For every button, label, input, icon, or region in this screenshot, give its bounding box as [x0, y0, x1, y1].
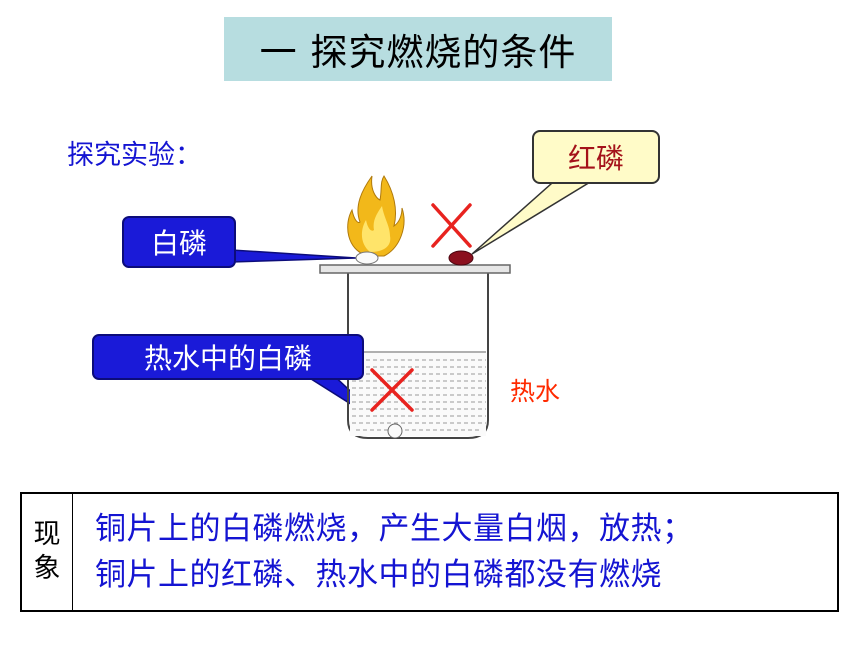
- hot-water-label: 热水: [510, 377, 561, 406]
- white-phosphorus-in-water: [387, 423, 403, 439]
- cross-icon: [431, 203, 472, 248]
- white-phosphorus-on-plate: [355, 251, 379, 265]
- red-phosphorus-callout: 红磷: [532, 130, 660, 184]
- white-phosphorus-callout: 白磷: [122, 216, 236, 268]
- white-phosphorus-callout-tail: [231, 249, 357, 263]
- beaker: [347, 272, 489, 439]
- experiment-label: 探究实验：: [67, 140, 202, 171]
- observation-line: 铜片上的白磷燃烧，产生大量白烟，放热；: [95, 510, 694, 547]
- red-phosphorus: [448, 250, 474, 266]
- observation-text: 铜片上的白磷燃烧，产生大量白烟，放热； 铜片上的红磷、热水中的白磷都没有燃烧: [73, 494, 837, 610]
- hot-water: [350, 351, 486, 436]
- flame-icon: [347, 175, 405, 257]
- observation-heading-char: 象: [33, 553, 61, 584]
- observation-line: 铜片上的红磷、热水中的白磷都没有燃烧: [95, 557, 662, 593]
- water-phosphorus-callout: 热水中的白磷: [92, 334, 364, 380]
- page-title: 一 探究燃烧的条件: [224, 17, 612, 81]
- cross-icon: [370, 368, 414, 412]
- red-phosphorus-callout-tail: [471, 175, 603, 255]
- observation-heading: 现 象: [22, 494, 73, 610]
- observation-heading-char: 现: [33, 519, 61, 551]
- observation-table: 现 象 铜片上的白磷燃烧，产生大量白烟，放热； 铜片上的红磷、热水中的白磷都没有…: [20, 492, 839, 612]
- copper-plate: [319, 264, 511, 274]
